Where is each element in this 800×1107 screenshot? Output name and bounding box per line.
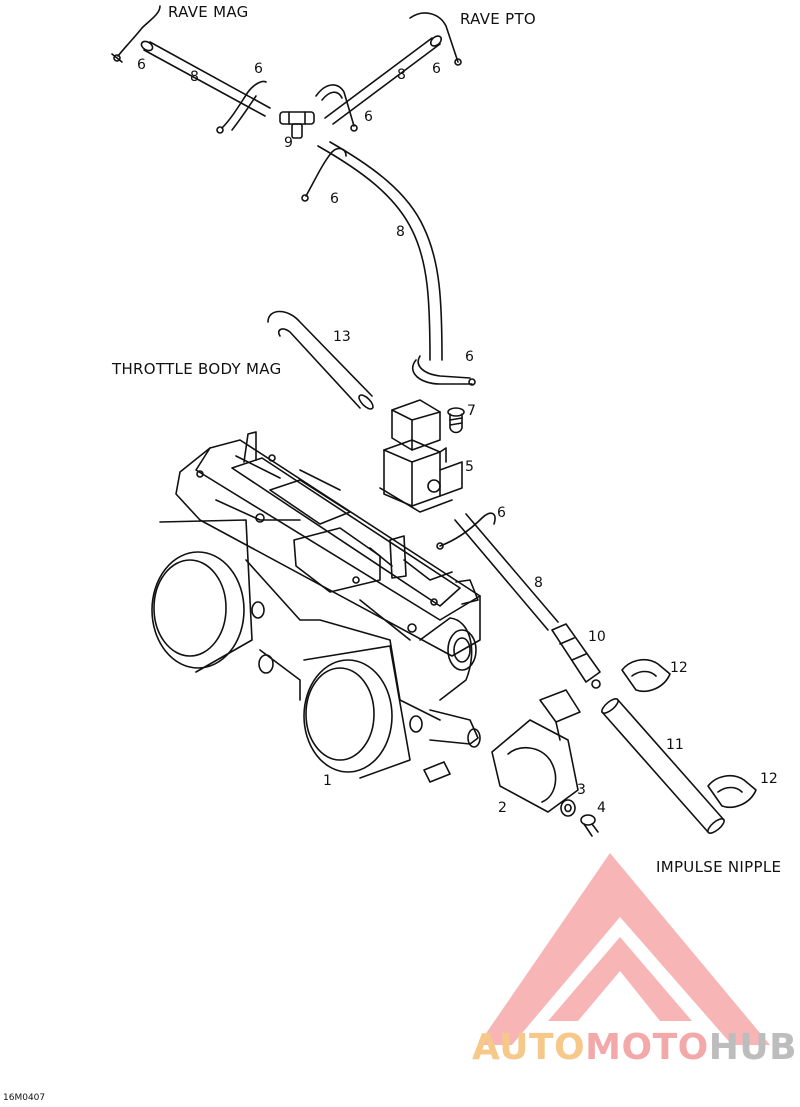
hose-throttle-body-mag [267, 310, 374, 410]
hose-rave-mag [140, 40, 271, 117]
screw-small [580, 814, 599, 837]
throttle-body [151, 431, 481, 783]
callout-6: 6 [137, 57, 146, 73]
clamp [436, 512, 496, 550]
clamp [315, 84, 358, 132]
watermark-hub: HUB [708, 1027, 798, 1068]
callout-3: 3 [577, 782, 586, 798]
callout-6: 6 [254, 61, 263, 77]
callout-12: 12 [760, 771, 778, 787]
callout-13: 13 [333, 329, 351, 345]
callout-6: 6 [465, 349, 474, 365]
solenoid-valve [379, 399, 463, 513]
callout-9: 9 [284, 135, 293, 151]
clamp [301, 147, 347, 202]
callout-12: 12 [670, 660, 688, 676]
hose-rave-pto [324, 35, 443, 125]
hose-to-fitting [454, 513, 559, 631]
callout-5: 5 [465, 459, 474, 475]
callout-10: 10 [588, 629, 606, 645]
washer [560, 799, 576, 817]
callout-8: 8 [396, 224, 405, 240]
callout-7: 7 [467, 403, 476, 419]
fitting [551, 623, 601, 689]
callout-2: 2 [498, 800, 507, 816]
callout-8: 8 [397, 67, 406, 83]
label-rave-mag: RAVE MAG [168, 3, 249, 21]
clamp [216, 80, 267, 134]
callout-1: 1 [323, 773, 332, 789]
callout-6: 6 [364, 109, 373, 125]
label-throttle-body-mag: THROTTLE BODY MAG [112, 360, 282, 378]
watermark-text: AUTOMOTOHUB [472, 1030, 797, 1066]
hose-to-solenoid [317, 141, 443, 361]
watermark-logo [478, 853, 770, 1045]
callout-8: 8 [190, 69, 199, 85]
callout-11: 11 [666, 737, 684, 753]
clamp [411, 355, 476, 386]
callout-4: 4 [597, 800, 606, 816]
label-rave-pto: RAVE PTO [460, 10, 537, 28]
label-impulse-nipple: IMPULSE NIPPLE [656, 858, 782, 876]
impulse-hose [601, 698, 725, 834]
drawing-code: 16M0407 [3, 1093, 46, 1103]
clamp [111, 5, 161, 63]
callout-6: 6 [330, 191, 339, 207]
clamp [409, 12, 462, 66]
tee-fitting [279, 111, 315, 139]
callout-6: 6 [497, 505, 506, 521]
callout-6: 6 [432, 61, 441, 77]
throttle-position-sensor [491, 689, 581, 813]
clip [707, 774, 757, 808]
clip [621, 658, 671, 692]
callout-8: 8 [534, 575, 543, 591]
screw [447, 407, 465, 434]
watermark-moto: MOTO [585, 1027, 709, 1068]
watermark-auto: AUTO [472, 1027, 586, 1068]
